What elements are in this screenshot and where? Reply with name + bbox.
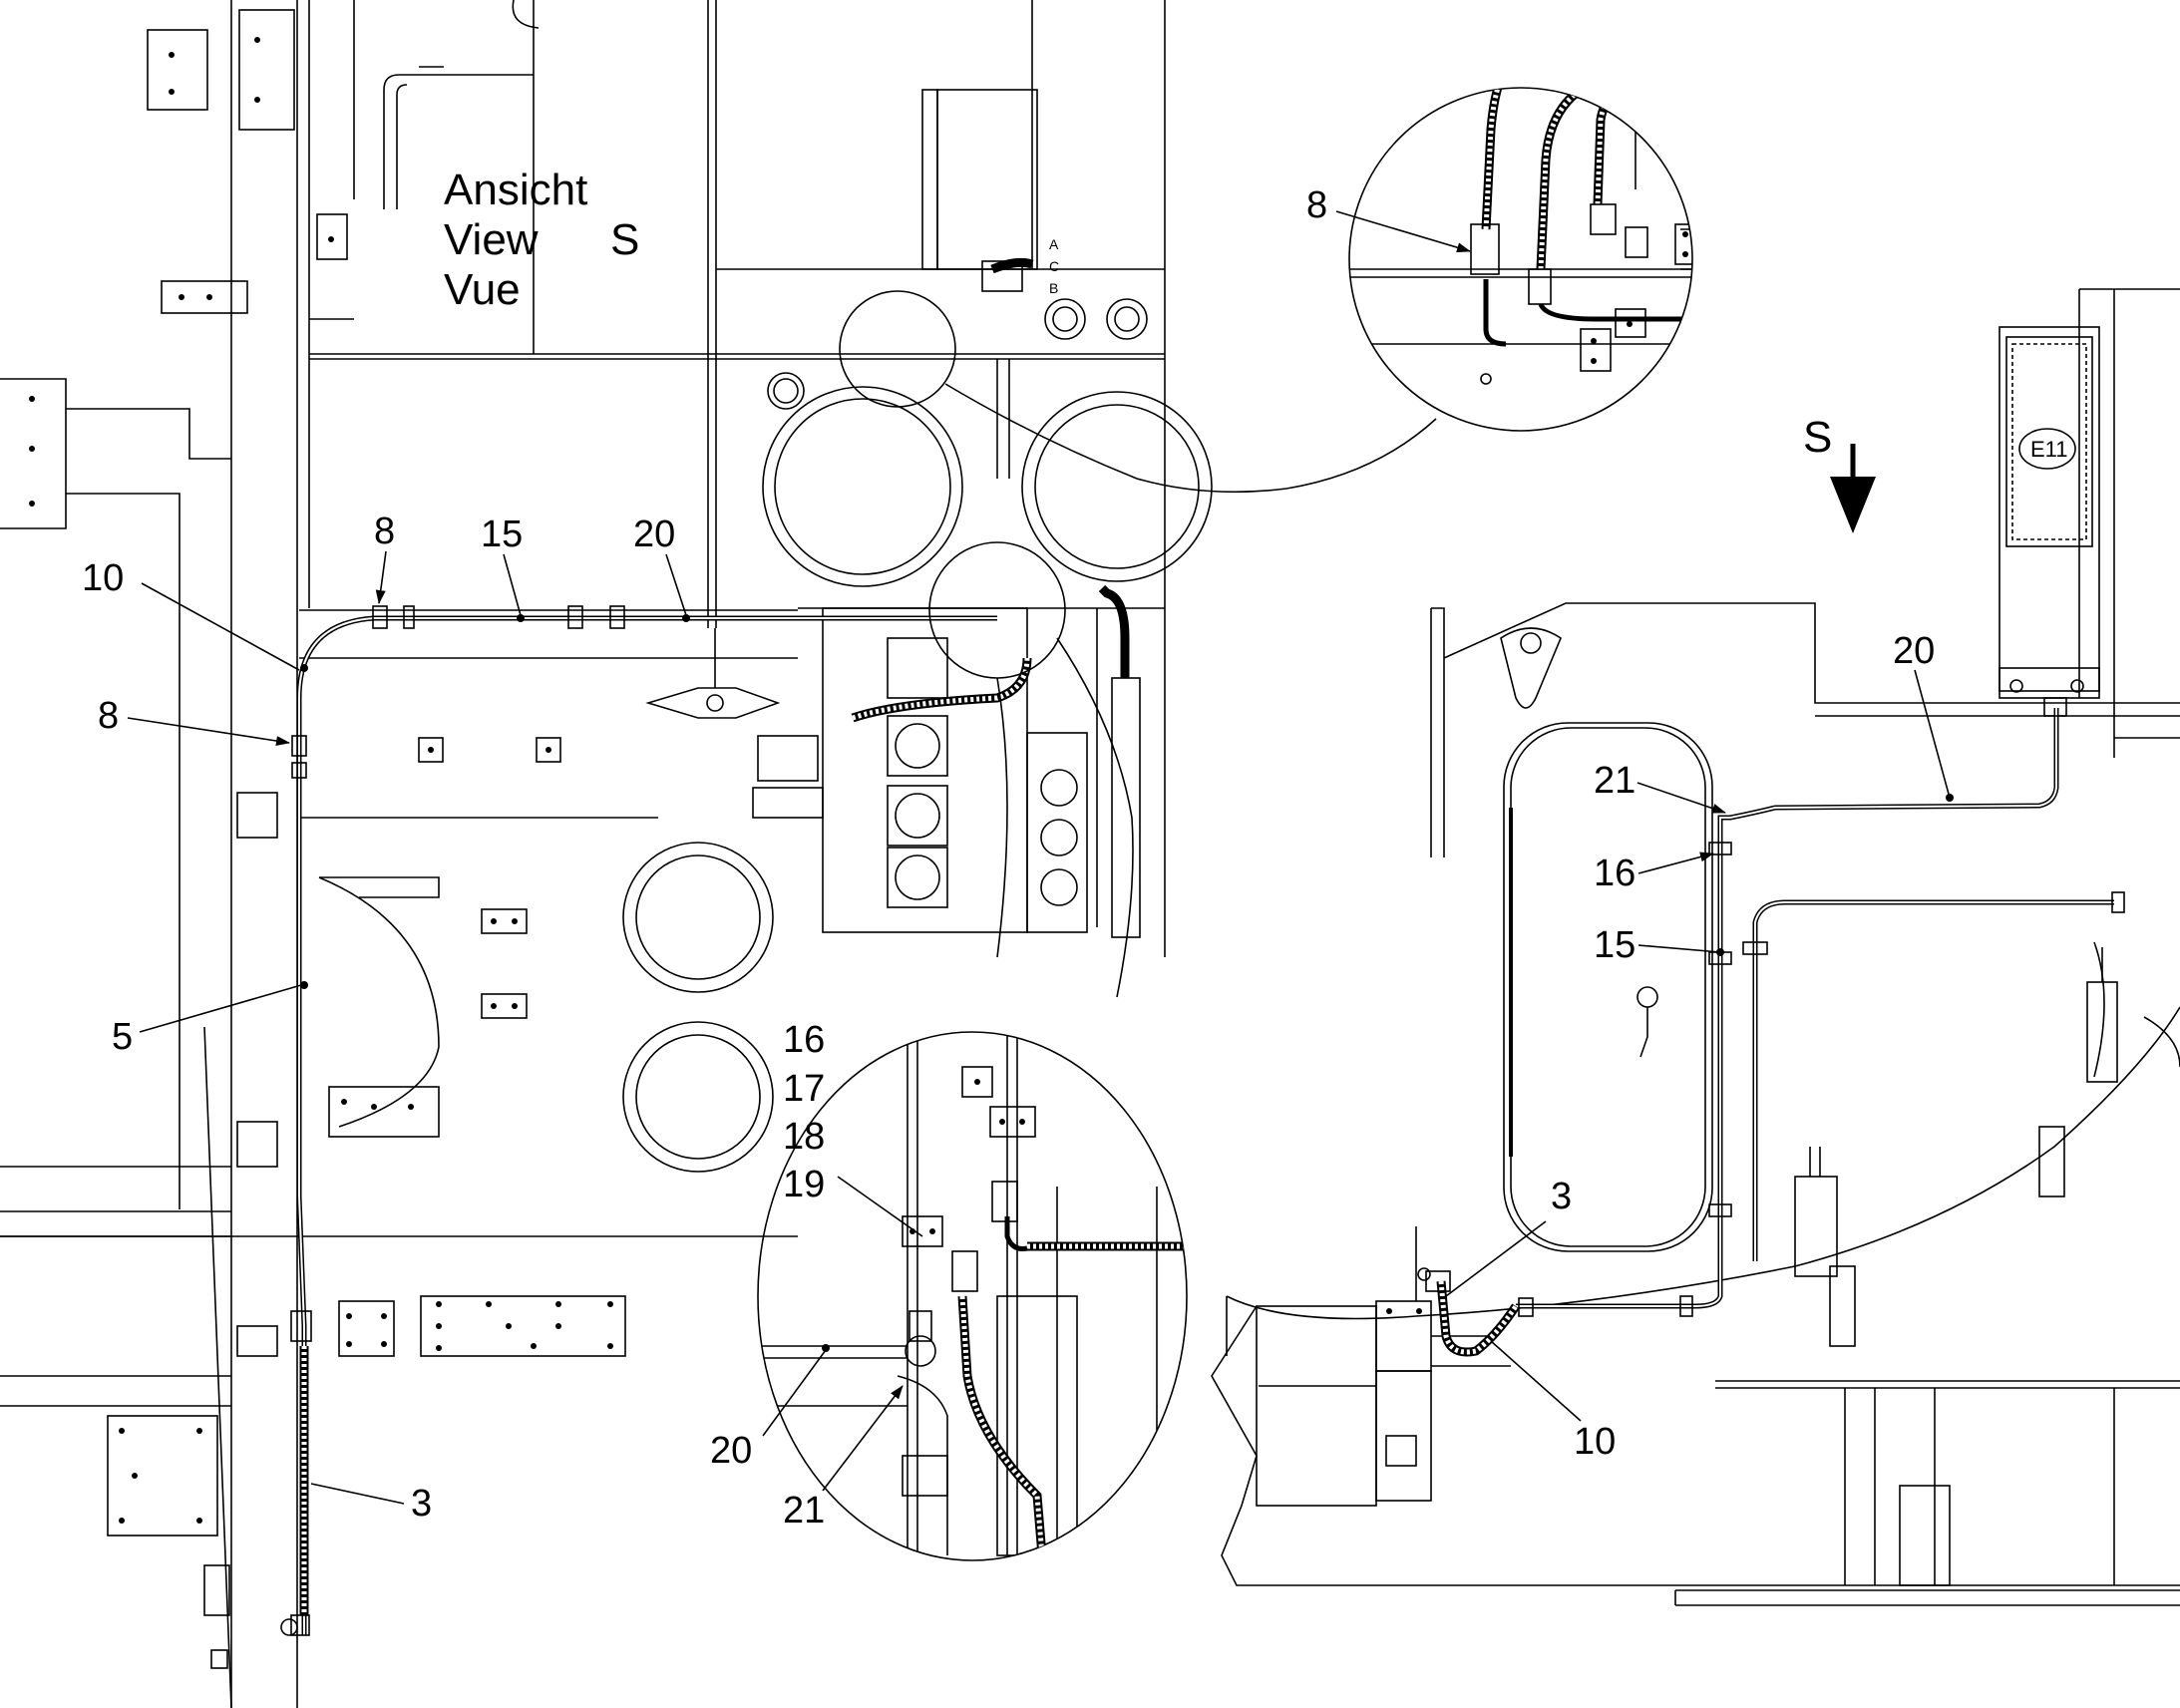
callout-18-detail: 18 — [783, 1116, 825, 1158]
callout-3-right: 3 — [1551, 1176, 1572, 1217]
callout-8-top: 8 — [374, 511, 395, 552]
callouts-right-view: 20 21 16 15 3 10 — [1445, 630, 1951, 1463]
right-pipe-route — [1417, 697, 2067, 1357]
right-view-structure: E11 — [1211, 288, 2180, 1606]
component-tag-e11: E11 — [2030, 437, 2068, 462]
view-title: Ansicht View Vue S — [444, 166, 639, 314]
callout-21-right: 21 — [1594, 760, 1635, 802]
view-title-vue: Vue — [444, 265, 521, 314]
callouts-detail-bottom: 16 17 18 19 20 21 — [710, 1019, 923, 1532]
left-pipe-route — [280, 605, 997, 1636]
callouts-left-view: 10 8 15 20 8 5 3 — [82, 511, 687, 1525]
view-title-view: View — [444, 215, 539, 264]
callout-17-detail: 17 — [783, 1068, 825, 1110]
callout-20-detail: 20 — [710, 1430, 752, 1472]
detail-circle-top — [839, 87, 1693, 494]
callout-16-detail: 16 — [783, 1019, 825, 1061]
port-label-c: C — [1049, 258, 1059, 274]
left-view-structure — [0, 0, 1166, 1708]
manifold-area: A C B — [752, 89, 1213, 938]
view-title-ansicht: Ansicht — [444, 166, 587, 214]
callouts-detail-top: 8 — [1306, 184, 1471, 253]
port-label-a: A — [1049, 236, 1059, 252]
callout-5-left: 5 — [112, 1016, 133, 1058]
callout-15-right: 15 — [1594, 924, 1635, 966]
callout-20-right: 20 — [1893, 630, 1935, 672]
view-arrow-label: S — [1803, 413, 1832, 462]
callout-10-left: 10 — [82, 557, 124, 599]
callout-10-right: 10 — [1574, 1421, 1616, 1463]
callout-19-detail: 19 — [783, 1164, 825, 1205]
view-direction-arrow: S — [1803, 413, 1876, 533]
left-view-body — [0, 609, 798, 1357]
callout-3-left: 3 — [411, 1483, 432, 1525]
callout-16-right: 16 — [1594, 853, 1635, 894]
callout-15-left: 15 — [481, 513, 523, 555]
callout-8-mid: 8 — [98, 695, 119, 737]
callout-20-left: 20 — [633, 513, 675, 555]
callout-8-detail: 8 — [1306, 184, 1327, 226]
view-title-letter: S — [610, 215, 639, 264]
port-label-b: B — [1049, 280, 1058, 296]
callout-21-detail: 21 — [783, 1490, 825, 1532]
arrow-down-icon — [1830, 477, 1876, 533]
